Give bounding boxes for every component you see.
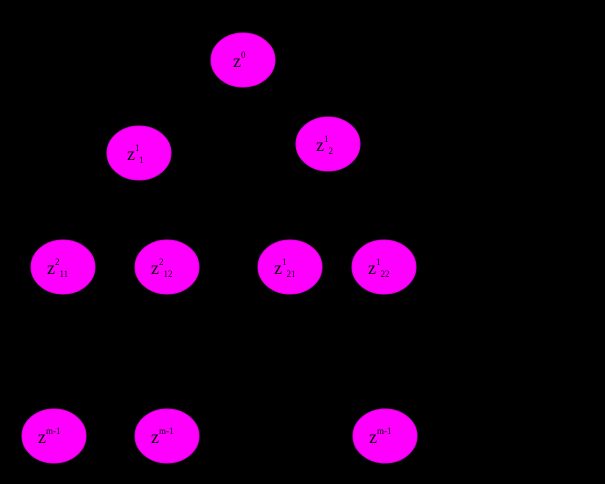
node-z2-21-sub: 21 [287,269,296,279]
node-z2-11: z211 [30,239,96,295]
node-z1-1-label: z11 [127,143,144,165]
node-z1-1-base: z [127,144,135,164]
node-z0: z0 [210,32,276,88]
node-z2-22: z122 [351,239,417,295]
node-z2-12: z212 [134,239,200,295]
node-z1-2-sub: 2 [329,146,334,156]
node-zm-1-base: z [38,427,46,447]
node-z0-sup: 0 [241,50,246,60]
node-zm-3: zm-1 [352,408,418,464]
node-z0-label: z0 [233,50,246,71]
node-z1-1-sub: 1 [139,155,144,165]
node-zm-1-label: zm-1 [38,426,61,447]
node-z2-12-sub: 12 [164,269,173,279]
node-z2-12-sup: 2 [159,257,164,267]
node-z1-2-label: z12 [316,134,333,156]
node-zm-1: zm-1 [21,408,87,464]
node-zm-3-base: z [369,427,377,447]
node-zm-2-sup: m-1 [159,426,174,436]
node-z2-21-label: z121 [274,257,296,279]
node-z1-1-sup: 1 [135,143,139,153]
node-z2-12-base: z [151,258,159,278]
node-zm-3-label: zm-1 [369,426,392,447]
node-z2-12-label: z212 [151,257,173,279]
node-z2-11-sup: 2 [55,257,60,267]
node-z2-22-sub: 22 [381,269,390,279]
node-zm-2-base: z [151,427,159,447]
node-z2-22-label: z122 [368,257,390,279]
node-zm-2: zm-1 [134,408,200,464]
node-z2-21-sup: 1 [282,257,287,267]
node-z1-2-base: z [316,135,324,155]
node-z2-22-sup: 1 [376,257,381,267]
node-z2-11-sub: 11 [60,269,69,279]
node-zm-1-sup: m-1 [46,426,61,436]
node-z0-base: z [233,51,241,71]
node-z1-2: z12 [295,116,361,172]
node-zm-2-label: zm-1 [151,426,174,447]
node-z2-11-label: z211 [47,257,68,279]
node-z2-21: z121 [257,239,323,295]
node-z1-2-sup: 1 [324,134,329,144]
node-z2-21-base: z [274,258,282,278]
node-z1-1: z11 [106,125,172,181]
node-z2-11-base: z [47,258,55,278]
node-zm-3-sup: m-1 [377,426,392,436]
node-z2-22-base: z [368,258,376,278]
